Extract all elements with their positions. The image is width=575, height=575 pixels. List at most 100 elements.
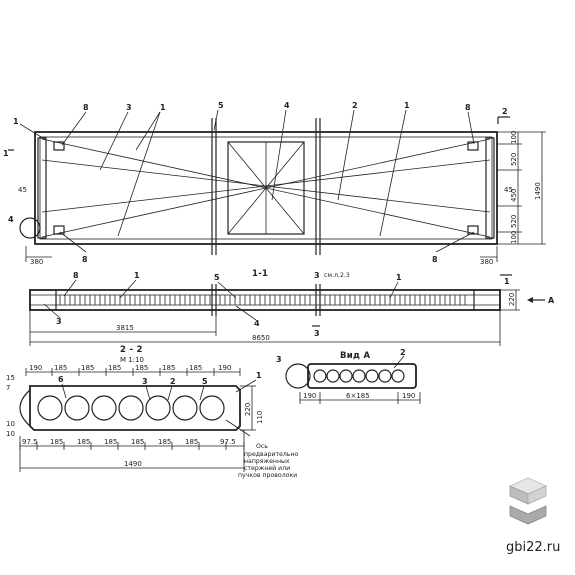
cross-leader-6: 6: [58, 375, 64, 384]
cross-bot-dim-3: 185: [77, 438, 90, 446]
cross-leader-2: 2: [170, 377, 176, 386]
plan-dim-520-top: 520: [510, 153, 518, 166]
plan-cut-2-bottom: 1: [504, 277, 510, 286]
view-a-void-circle: [326, 369, 340, 383]
cross-bot-dim-4: 185: [104, 438, 117, 446]
long-section: [29, 279, 545, 346]
cross-section: [19, 368, 257, 472]
view-a-void-circle: [378, 369, 392, 383]
cross-top-dim-3: 185: [81, 364, 94, 372]
section-leader-3: 3: [56, 317, 62, 326]
cross-bot-dim-6: 185: [158, 438, 171, 446]
cross-bot-dim-8: 97.5: [220, 438, 236, 446]
plan-dim-450: 450: [510, 189, 518, 202]
plan-cut-1-1: 1-1: [252, 269, 268, 279]
cross-right-dim-110: 110: [256, 411, 264, 424]
plan-leader-1a: 1: [160, 103, 166, 112]
cross-labels: 2 - 2 М 1:10 190 185 185 185 185 185 185…: [6, 345, 299, 479]
plan-dim-45-right: 45: [504, 186, 513, 194]
cross-scale: М 1:10: [120, 356, 144, 364]
view-a-title: Вид А: [340, 351, 370, 361]
plan-dim-1490: 1490: [534, 182, 542, 200]
plan-right-dims: [497, 131, 546, 245]
plan-leaders: [19, 109, 475, 253]
view-a-dim-190-left: 190: [303, 392, 316, 400]
cross-top-dim-8: 190: [218, 364, 231, 372]
section-leader-1b: 1: [396, 273, 402, 282]
section-dim-8650: 8650: [252, 334, 270, 342]
plan-leader-8c: 8: [82, 255, 88, 264]
cross-note-line-2: предварительно: [244, 451, 299, 458]
section-leader-8: 8: [73, 271, 79, 280]
cross-left-dim-7: 7: [6, 384, 10, 392]
view-a-leader-3: 3: [276, 355, 282, 364]
watermark: gbi22.ru: [506, 540, 560, 555]
view-a-void-circle: [352, 369, 366, 383]
cross-void-circle: [37, 395, 63, 421]
plan-dim-45-left: 45: [18, 186, 27, 194]
plan-leader-4: 4: [284, 101, 290, 110]
plan-break-lines: [211, 118, 321, 255]
cross-bot-dim-2: 185: [50, 438, 63, 446]
cross-voids: [37, 395, 225, 421]
view-a-arrow-icon: [527, 297, 533, 303]
cross-leader-1: 1: [256, 371, 262, 380]
plan-dim-100-top: 100: [510, 131, 518, 144]
plan-bottom-dims: [25, 246, 498, 262]
cross-void-circle: [172, 395, 198, 421]
view-a-labels: Вид А 3 2 190 6×185 190: [276, 348, 415, 400]
plan-cut-3: 3: [314, 271, 320, 280]
cross-leader-3: 3: [142, 377, 148, 386]
section-dim-220: 220: [508, 293, 516, 306]
cross-void-circle: [64, 395, 90, 421]
plan-leader-1b: 1: [404, 101, 410, 110]
cross-left-dim-15: 15: [6, 374, 15, 382]
view-a-dim-190-right: 190: [402, 392, 415, 400]
view-a-dim-6x185: 6×185: [346, 392, 370, 400]
cross-top-dim-1: 190: [29, 364, 42, 372]
view-a-outline: [307, 363, 417, 389]
cross-top-dim-7: 185: [189, 364, 202, 372]
plan-leader-8d: 8: [432, 255, 438, 264]
plan-right-end: [485, 137, 495, 239]
cross-left-dim-10b: 10: [6, 430, 15, 438]
view-a-leader-2: 2: [400, 348, 406, 357]
cross-bot-dim-5: 185: [131, 438, 144, 446]
section-leader-1a: 1: [134, 271, 140, 280]
cross-top-dim-5: 185: [135, 364, 148, 372]
plan-labels: 8 3 1 5 4 2 1 8 2 1 1 45 4 8 8 380 380 4…: [3, 101, 542, 286]
cross-void-circle: [118, 395, 144, 421]
view-a: [285, 355, 421, 404]
plan-leader-4-left: 4: [8, 215, 14, 224]
logo-icon: [509, 477, 547, 525]
cross-note-line-4: стержней или: [244, 464, 290, 472]
cross-note-line-3: напряженных: [244, 458, 290, 465]
cross-top-dim-6: 185: [162, 364, 175, 372]
plan-dim-100-bottom: 100: [510, 231, 518, 244]
plan-detail-circle: [19, 217, 41, 239]
view-a-void-circle: [391, 369, 405, 383]
cross-top-dim-2: 185: [54, 364, 67, 372]
plan-inner-outline: [39, 136, 493, 240]
view-a-void-circle: [339, 369, 353, 383]
cross-void-circle: [199, 395, 225, 421]
plan-insert-tl: [53, 141, 65, 151]
plan-view: [8, 109, 546, 276]
plan-leader-8b: 8: [465, 103, 471, 112]
cross-note-line-1: Ось: [256, 443, 268, 450]
cross-left-lip: [19, 389, 31, 427]
plan-dim-380-left: 380: [30, 258, 43, 266]
section-dim-3815: 3815: [116, 324, 134, 332]
cross-total: 1490: [124, 460, 142, 468]
plan-insert-br: [467, 225, 479, 235]
plan-outline: [34, 131, 498, 245]
cross-right-dim-220: 220: [244, 403, 252, 416]
plan-diagonals: [41, 138, 491, 238]
cross-top-dim-4: 185: [108, 364, 121, 372]
cross-leader-5: 5: [202, 377, 208, 386]
cross-void-circle: [145, 395, 171, 421]
plan-leader-1-left: 1: [13, 117, 19, 126]
plan-dim-380-right: 380: [480, 258, 493, 266]
section-leader-5: 5: [214, 273, 220, 282]
